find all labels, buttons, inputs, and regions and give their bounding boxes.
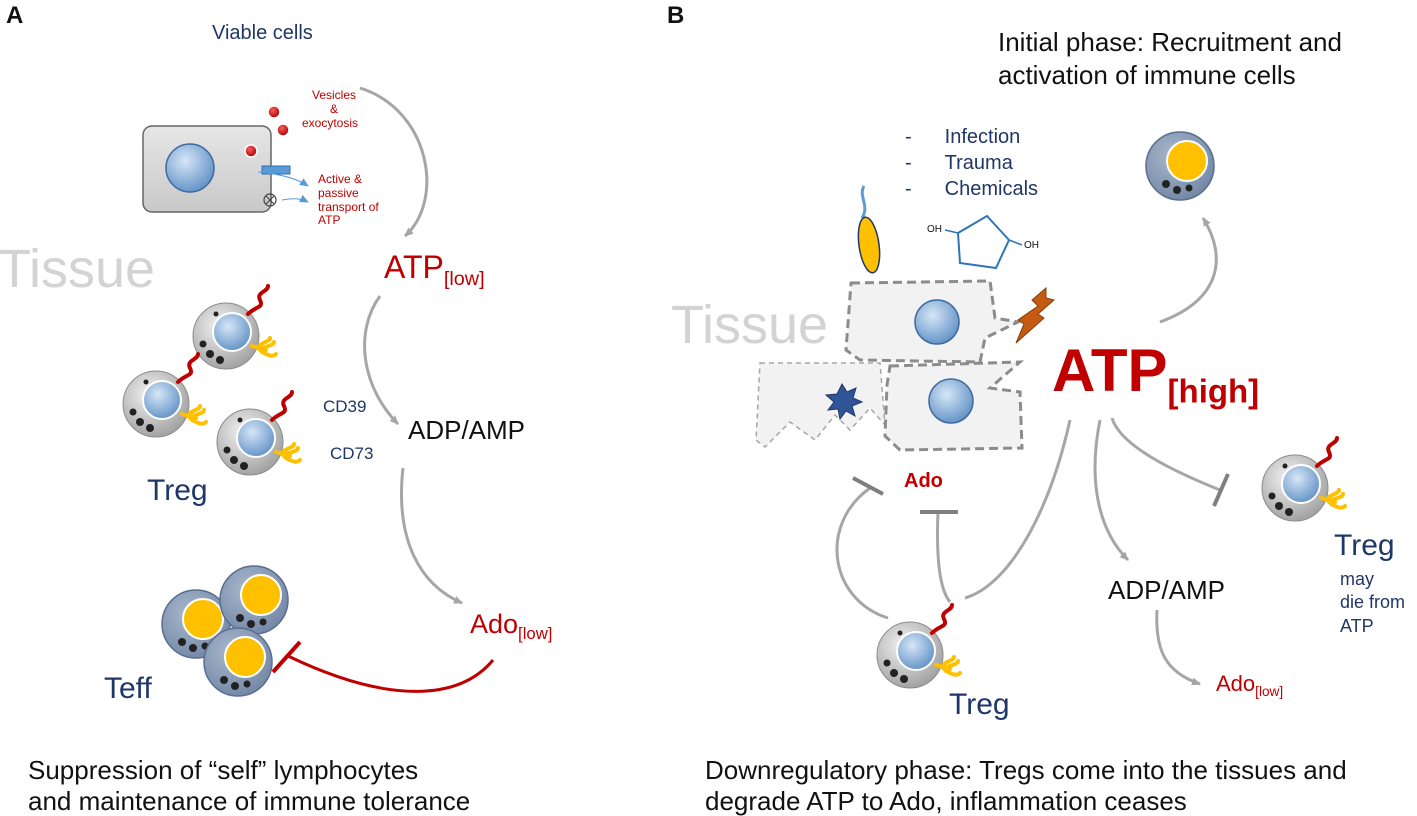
panel-a-label: A (6, 2, 24, 29)
treg-label: Treg (949, 688, 1010, 721)
arrow-vesicles-to-atp (359, 86, 429, 238)
caption-b-line-2: degrade ATP to Ado, inflammation ceases (705, 786, 1187, 816)
inhibition-treg-to-ado (920, 510, 958, 603)
vesicle-icon (244, 105, 290, 158)
caption-a-line-1: Suppression of “self” lymphocytes (28, 755, 419, 785)
atp-high-label: ATP[high] (1052, 337, 1260, 410)
title-b-line-2: activation of immune cells (998, 60, 1296, 90)
arrow-adp-to-ado (1155, 609, 1201, 686)
damaged-cell-burst-icon (824, 382, 864, 421)
cd39-label: CD39 (323, 397, 367, 416)
transport-arrow (257, 171, 309, 187)
cause-list-item: -Infection (905, 126, 1021, 148)
caption-a-line-2: and maintenance of immune tolerance (28, 786, 471, 816)
vesicles-label: Vesicles&exocytosis (301, 88, 359, 130)
ado-low-label: Ado[low] (1216, 671, 1284, 699)
arrow-adp-to-ado (400, 467, 463, 605)
atp-low-label: ATP[low] (384, 249, 485, 290)
panel-b-label: B (667, 2, 685, 29)
teff-label: Teff (104, 672, 152, 705)
cause-list-item: -Trauma (905, 152, 1013, 174)
adp-amp-label: ADP/AMP (1108, 575, 1226, 605)
teff-cell-icon (219, 565, 289, 635)
activated-immune-cell-icon (1145, 131, 1215, 201)
tissue-label: Tissue (0, 239, 156, 299)
title-b-line-1: Initial phase: Recruitment and (998, 27, 1342, 57)
treg-cell-icon (191, 284, 278, 371)
treg-cell-icon (215, 390, 302, 477)
connector-treg-to-atp (964, 419, 1072, 600)
treg-cell-icon (121, 352, 208, 439)
lightning-icon (1015, 286, 1056, 344)
transport-arrow (281, 194, 309, 203)
ado-label: Ado (904, 470, 943, 492)
viable-cells-label: Viable cells (212, 22, 313, 44)
inhibition-atp-to-treg (1110, 417, 1230, 507)
caption-b-line-1: Downregulatory phase: Tregs come into th… (705, 755, 1347, 785)
arrow-atp-to-adp (363, 295, 400, 426)
adp-amp-label: ADP/AMP (408, 415, 526, 445)
oh-label: OH (1024, 240, 1039, 251)
ado-low-label: Ado[low] (470, 609, 553, 643)
treg-label: Treg (1334, 529, 1395, 562)
viable-cell-icon (142, 125, 291, 213)
cd73-label: CD73 (330, 444, 374, 463)
bacterium-icon (857, 185, 881, 274)
treg-cell-icon (1260, 436, 1347, 523)
inhibition-treg-to-tissue (835, 476, 889, 620)
arrow-atp-to-immune-cell (1159, 217, 1218, 324)
chemical-structure-icon (944, 214, 1023, 270)
tissue-label: Tissue (671, 295, 829, 355)
cause-list-item: -Chemicals (905, 178, 1039, 200)
arrow-atp-to-adp (1093, 419, 1130, 562)
inhibition-ado-to-teff (271, 640, 495, 693)
oh-label: OH (927, 224, 942, 235)
treg-cell-icon (875, 603, 962, 690)
tissue-cells (755, 279, 1025, 452)
teff-cell-icon (203, 627, 273, 697)
treg-label: Treg (147, 474, 208, 507)
